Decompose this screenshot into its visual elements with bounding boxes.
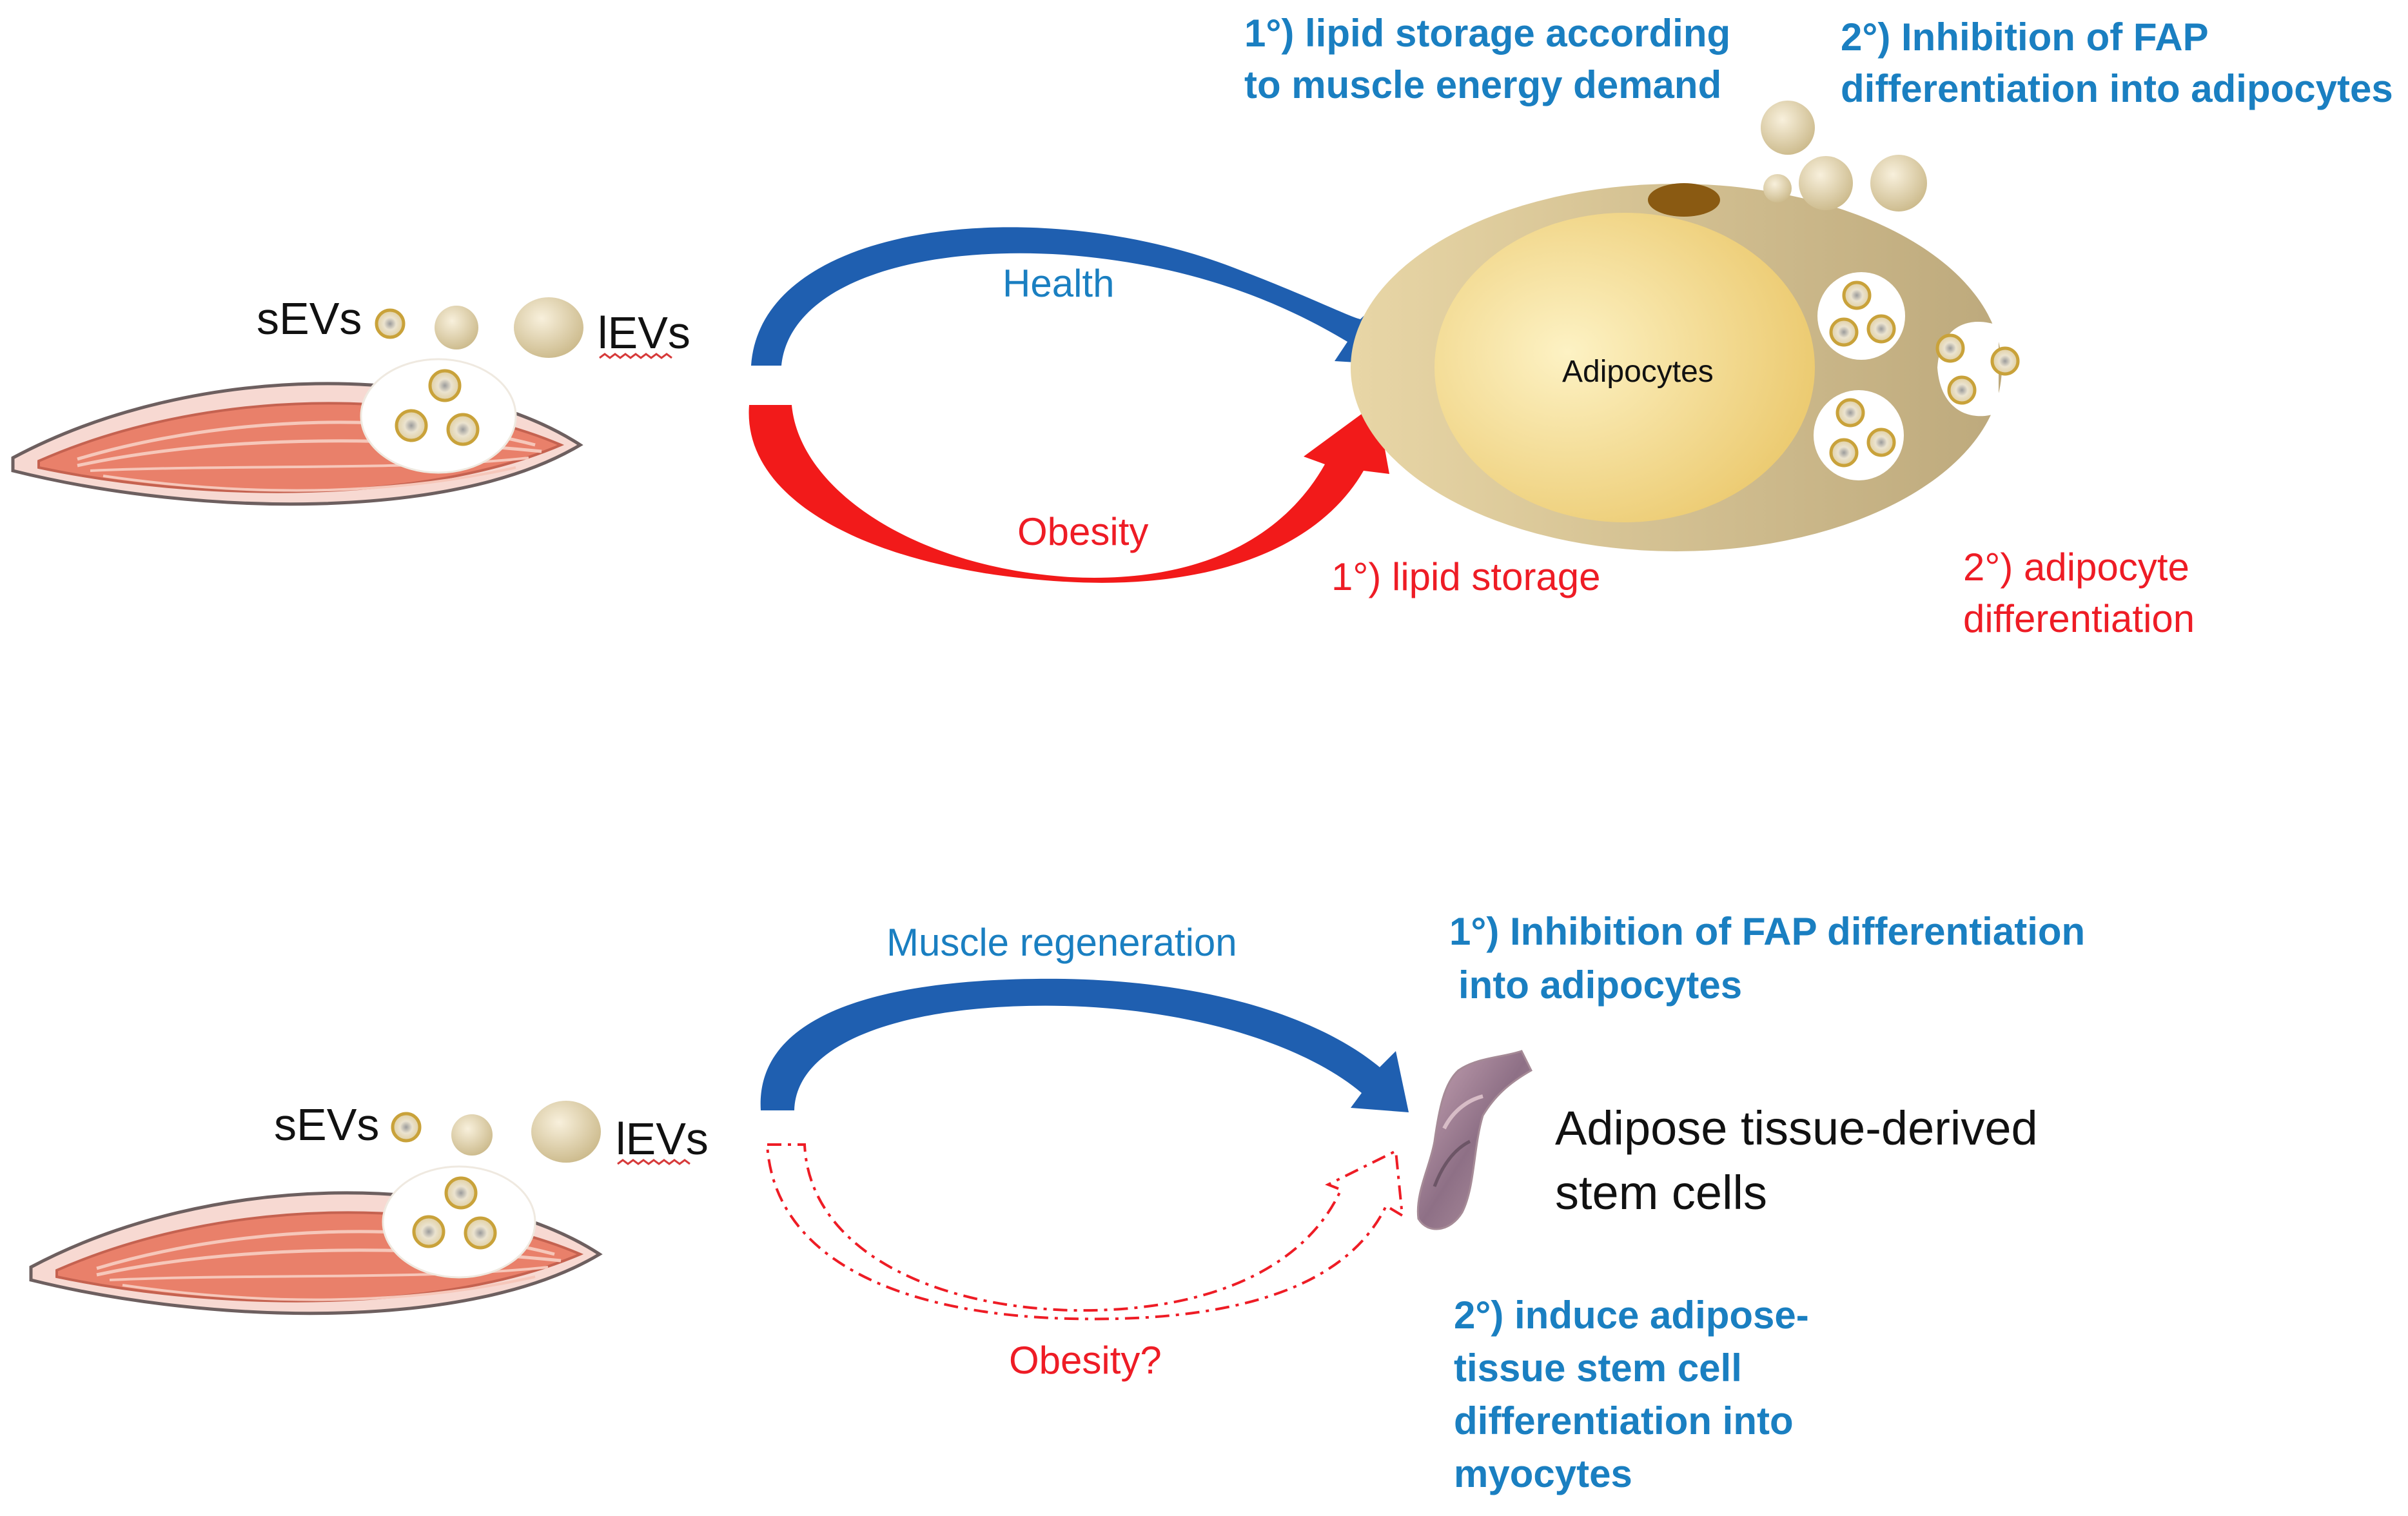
stem-cells-label: Adipose tissue-derived stem cells xyxy=(1555,1101,2051,1219)
regeneration-label: Muscle regeneration xyxy=(886,921,1237,964)
vesicles-bottom xyxy=(391,1101,601,1163)
sevs-label-bottom: sEVs xyxy=(274,1099,379,1150)
levs-label-bottom: lEVs xyxy=(616,1114,709,1164)
adipocytes-label: Adipocytes xyxy=(1562,355,1714,389)
spell-underline-top xyxy=(599,353,672,359)
health-effect-2: 2°) Inhibition of FAP differentiation in… xyxy=(1841,15,2393,110)
bottom-effect-2-line-1: 2°) induce adipose- xyxy=(1454,1294,1809,1337)
muscle-top xyxy=(11,358,583,506)
muscle-bottom xyxy=(29,1165,603,1315)
health-effect-1: 1°) lipid storage according to muscle en… xyxy=(1244,12,1741,106)
levs-label-top: lEVs xyxy=(598,308,690,358)
obesity-arrow xyxy=(749,403,1389,583)
obesity-effect-2: 2°) adipocyte differentiation xyxy=(1963,546,2200,640)
spell-underline-bottom xyxy=(617,1159,690,1165)
stem-cell xyxy=(1416,1050,1532,1230)
obesity-label-top: Obesity xyxy=(1017,510,1148,553)
stem-cells-label-line-2: stem cells xyxy=(1555,1166,1767,1219)
health-arrow xyxy=(751,227,1399,366)
obesity-label-bottom: Obesity? xyxy=(1009,1339,1162,1382)
bottom-effect-1-line-1: 1°) Inhibition of FAP differentiation xyxy=(1449,910,2085,953)
sevs-label-top: sEVs xyxy=(257,293,362,344)
bottom-effect-2-line-2: tissue stem cell xyxy=(1454,1346,1742,1390)
bottom-panel: sEVs lEVs Muscle regeneration Obesity? A… xyxy=(29,910,2096,1495)
health-effect-1-line-2: to muscle energy demand xyxy=(1244,63,1721,106)
bottom-effect-2-line-4: myocytes xyxy=(1454,1452,1632,1495)
health-label: Health xyxy=(1003,262,1114,305)
stem-cells-label-line-1: Adipose tissue-derived xyxy=(1555,1101,2038,1155)
obesity-question-arrow xyxy=(765,1143,1404,1321)
top-panel: sEVs lEVs Health Obesity xyxy=(11,12,2393,640)
health-effect-2-line-2: differentiation into adipocytes xyxy=(1841,67,2393,110)
bottom-effect-2: 2°) induce adipose- tissue stem cell dif… xyxy=(1454,1294,1819,1495)
obesity-effect-2-line-2: differentiation xyxy=(1963,597,2195,640)
obesity-effect-2-line-1: 2°) adipocyte xyxy=(1963,546,2189,589)
bottom-effect-1: 1°) Inhibition of FAP differentiation in… xyxy=(1449,910,2096,1007)
bottom-effect-1-line-2: into adipocytes xyxy=(1458,963,1742,1007)
health-effect-1-line-1: 1°) lipid storage according xyxy=(1244,12,1730,55)
health-effect-2-line-1: 2°) Inhibition of FAP xyxy=(1841,15,2208,59)
regeneration-arrow xyxy=(760,978,1409,1112)
vesicles-top xyxy=(375,297,583,358)
adipocyte xyxy=(1351,101,2020,551)
bottom-effect-2-line-3: differentiation into xyxy=(1454,1399,1794,1442)
obesity-effect-1: 1°) lipid storage xyxy=(1331,555,1601,598)
